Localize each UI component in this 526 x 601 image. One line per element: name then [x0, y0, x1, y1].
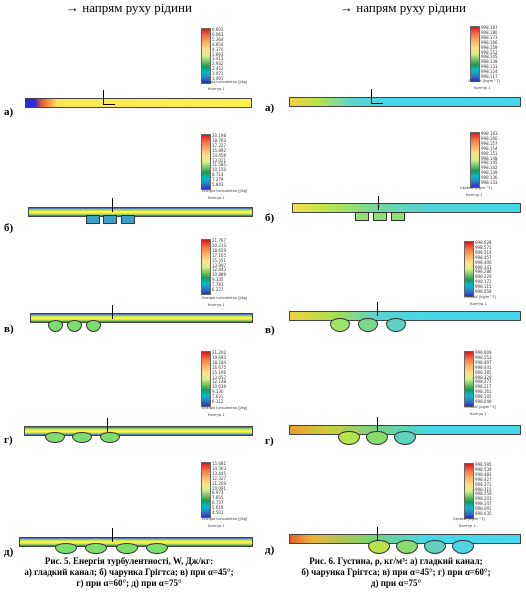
- coord-axis-left-a: [103, 90, 104, 104]
- inclined-rib-left-c-2: [67, 320, 82, 332]
- panel-label-c-right: в): [265, 324, 275, 336]
- griggs-cell-right-b-1: [355, 212, 369, 221]
- coord-axis-right-b: [378, 196, 379, 210]
- colorbar-subtitle-left-d: Контур 1: [208, 413, 225, 417]
- colorbar-left-e: [201, 462, 211, 518]
- inclined-rib-left-c-1: [48, 320, 63, 332]
- inclined-rib-left-e-1: [55, 543, 77, 554]
- channel-contour-left-a: [25, 98, 252, 108]
- colorbar-left-b: [201, 134, 211, 190]
- inclined-rib-left-e-3: [116, 543, 138, 554]
- inclined-rib-right-e-1: [368, 540, 390, 554]
- inclined-rib-left-c-3: [86, 320, 101, 332]
- inclined-rib-left-e-4: [146, 543, 168, 554]
- colorbar-title-left-d: Energia turbulentna [J/kg]: [202, 406, 248, 410]
- griggs-cell-left-b-3: [121, 215, 135, 224]
- colorbar-left-c: [201, 239, 211, 295]
- colorbar-left-d: [201, 351, 211, 407]
- inclined-rib-right-c-1: [330, 318, 350, 332]
- inclined-rib-left-d-3: [100, 432, 120, 443]
- inclined-rib-right-d-1: [338, 431, 360, 445]
- colorbar-right-b: [470, 132, 480, 188]
- colorbar-left-a: [201, 28, 211, 84]
- channel-contour-left-b: [28, 207, 253, 217]
- colorbar-subtitle-left-b: Контур 1: [208, 196, 225, 200]
- coord-axis-left-d: [107, 418, 108, 432]
- inclined-rib-right-d-2: [366, 431, 388, 445]
- colorbar-subtitle-right-c: Контур 1: [470, 302, 487, 306]
- header-left-flow-direction: → напрям руху рідини: [66, 0, 192, 15]
- coord-axis-left-e: [112, 528, 113, 542]
- panel-label-a-left: а): [4, 106, 14, 118]
- colorbar-title-left-b: Energia turbulentna [J/kg]: [202, 189, 248, 193]
- inclined-rib-right-e-3: [424, 540, 446, 554]
- colorbar-right-d: [464, 351, 474, 407]
- colorbar-title-left-e: Energia turbulentna [J/kg]: [202, 517, 248, 521]
- panel-label-d-right: г): [265, 435, 274, 447]
- colorbar-subtitle-left-c: Контур 1: [208, 303, 225, 307]
- coord-axis-right-c: [377, 302, 378, 316]
- panel-label-e-right: д): [265, 544, 275, 556]
- inclined-rib-right-c-2: [358, 318, 378, 332]
- panel-label-b-right: б): [265, 212, 275, 224]
- inclined-rib-right-e-4: [452, 540, 474, 554]
- inclined-rib-right-c-3: [386, 318, 406, 332]
- channel-contour-left-c: [30, 313, 253, 323]
- coord-axis-x-left-a: [103, 104, 115, 105]
- figure-caption-6: Рис. 6. Густина, ρ, кг/м³: а) гладкий ка…: [301, 556, 491, 588]
- channel-contour-left-d: [24, 426, 253, 436]
- colorbar-subtitle-left-a: Контур 1: [208, 87, 225, 91]
- channel-contour-right-a: [289, 97, 521, 107]
- griggs-cell-left-b-1: [86, 215, 100, 224]
- colorbar-title-left-c: Energia turbulentna [J/kg]: [202, 296, 248, 300]
- inclined-rib-left-d-2: [72, 432, 92, 443]
- colorbar-title-right-b: Gęstość [kg/m^3]: [460, 186, 492, 190]
- inclined-rib-right-e-2: [396, 540, 418, 554]
- coord-axis-right-a: [371, 89, 372, 103]
- colorbar-title-right-a: Gęstość [kg/m^3]: [468, 79, 500, 83]
- figure-caption-5: Рис. 5. Енергія турбулентності, W, Дж/кг…: [24, 556, 234, 588]
- colorbar-subtitle-right-a: Контур 1: [474, 86, 491, 90]
- griggs-cell-left-b-2: [103, 215, 117, 224]
- coord-axis-right-d: [377, 417, 378, 431]
- colorbar-title-right-c: Gęstość [kg/m^3]: [464, 295, 496, 299]
- colorbar-right-a: [470, 26, 480, 82]
- inclined-rib-left-e-2: [85, 543, 107, 554]
- inclined-rib-right-d-3: [394, 431, 416, 445]
- header-right-flow-direction: → напрям руху рідини: [340, 0, 466, 15]
- griggs-cell-right-b-2: [373, 212, 387, 221]
- panel-label-c-left: в): [4, 323, 14, 335]
- colorbar-subtitle-right-b: Контур 1: [466, 193, 483, 197]
- colorbar-subtitle-left-e: Контур 1: [208, 524, 225, 528]
- colorbar-right-c: [464, 241, 474, 297]
- panel-label-a-right: а): [265, 102, 275, 114]
- panel-label-d-left: г): [4, 434, 13, 446]
- colorbar-title-right-d: Gęstość [kg/m^3]: [464, 405, 496, 409]
- colorbar-title-right-e: Gęstość [kg/m^3]: [453, 517, 485, 521]
- channel-contour-right-b: [292, 203, 521, 213]
- colorbar-right-e: [464, 463, 474, 519]
- coord-axis-right-e: [377, 527, 378, 541]
- panel-label-e-left: д): [4, 546, 14, 558]
- coord-axis-x-right-a: [371, 103, 383, 104]
- colorbar-subtitle-right-e: Контур 1: [459, 524, 476, 528]
- coord-axis-left-c: [112, 305, 113, 319]
- colorbar-title-left-a: Energia turbulentna [J/kg]: [202, 80, 248, 84]
- inclined-rib-left-d-1: [45, 432, 65, 443]
- colorbar-subtitle-right-d: Контур 1: [470, 412, 487, 416]
- coord-axis-left-b: [112, 198, 113, 212]
- panel-label-b-left: б): [4, 222, 14, 234]
- griggs-cell-right-b-3: [391, 212, 405, 221]
- channel-contour-right-c: [289, 311, 521, 321]
